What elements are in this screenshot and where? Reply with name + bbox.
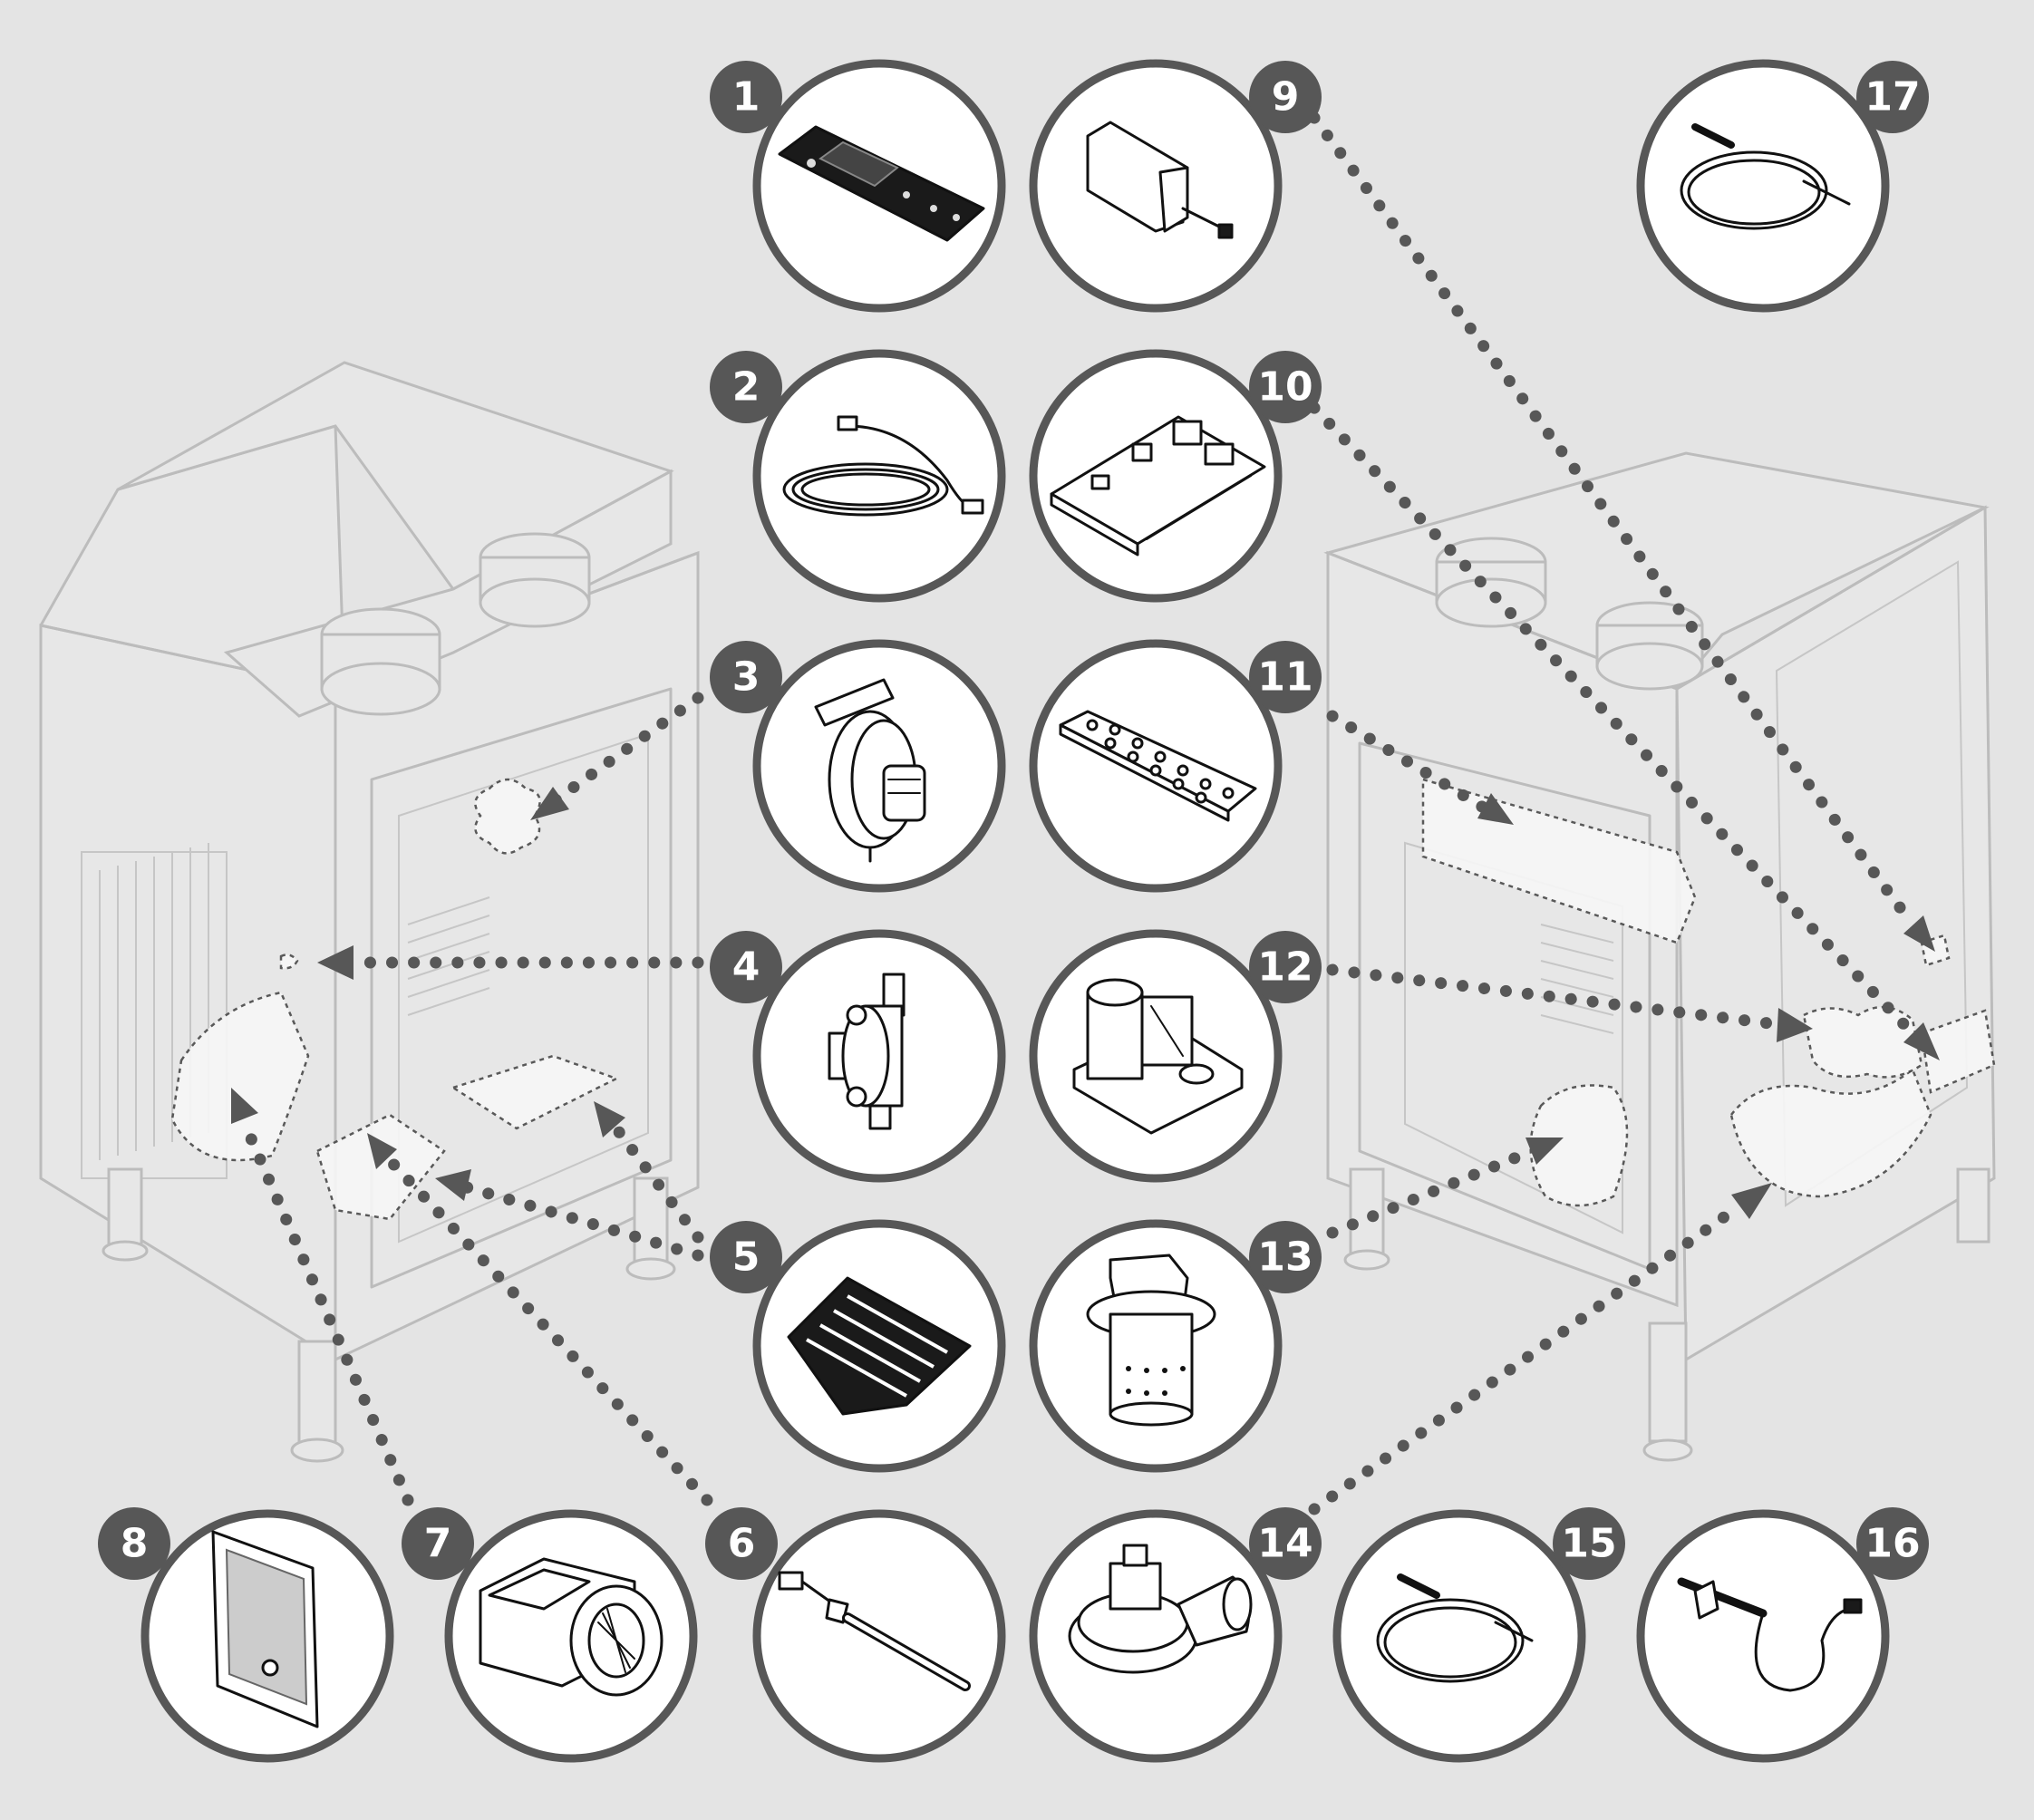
callout-5-badge bbox=[710, 1221, 782, 1293]
right-stove-illustration bbox=[1323, 451, 1996, 1462]
callout-12-number: 12 bbox=[1257, 944, 1312, 991]
callout-17-number: 17 bbox=[1864, 74, 1920, 121]
callout-8[interactable]: 8 bbox=[98, 1507, 394, 1763]
remote-control-icon bbox=[1059, 710, 1257, 822]
callout-13-number: 13 bbox=[1257, 1234, 1312, 1281]
callout-10-number: 10 bbox=[1257, 364, 1312, 411]
callout-1[interactable]: 1 bbox=[710, 59, 1006, 313]
burn-pot-icon bbox=[1086, 1254, 1216, 1427]
callout-16-badge bbox=[1856, 1507, 1929, 1580]
temperature-sensor-icon bbox=[1376, 1573, 1534, 1683]
control-panel-icon bbox=[778, 125, 985, 242]
callout-11-number: 11 bbox=[1257, 654, 1312, 701]
callout-9[interactable]: 9 bbox=[1029, 59, 1322, 313]
temperature-sensor-icon bbox=[1680, 123, 1851, 230]
thermostat-icon bbox=[828, 973, 906, 1130]
callout-6[interactable]: 6 bbox=[705, 1507, 1006, 1763]
callout-2-ring bbox=[752, 349, 1006, 603]
callout-9-badge bbox=[1249, 61, 1322, 133]
gear-motor-icon bbox=[1072, 978, 1244, 1135]
left-grate2-highlight bbox=[315, 1113, 446, 1221]
callout-15[interactable]: 15 bbox=[1332, 1507, 1625, 1763]
callout-9-number: 9 bbox=[1272, 74, 1300, 121]
grate-icon bbox=[787, 1276, 972, 1416]
right-board2-highlight bbox=[1920, 1009, 1996, 1094]
callout-2[interactable]: 2 bbox=[710, 349, 1006, 603]
callout-5-number: 5 bbox=[732, 1234, 760, 1281]
left-fan-highlight bbox=[170, 991, 310, 1162]
exhaust-fan-icon bbox=[1068, 1544, 1253, 1674]
callout-7[interactable]: 7 bbox=[402, 1507, 698, 1763]
pressure-switch-icon bbox=[814, 678, 926, 863]
callout-4-number: 4 bbox=[732, 944, 760, 991]
callout-11-badge bbox=[1249, 641, 1322, 713]
leader-lines bbox=[231, 111, 1940, 1515]
callout-8-number: 8 bbox=[121, 1521, 149, 1567]
callout-4-badge bbox=[710, 931, 782, 1003]
callout-6-number: 6 bbox=[728, 1521, 756, 1567]
callout-4[interactable]: 4 bbox=[710, 929, 1006, 1183]
left-grate-highlight bbox=[450, 1054, 620, 1130]
left-pressure-switch-highlight bbox=[474, 778, 541, 855]
callout-12[interactable]: 12 bbox=[1029, 929, 1322, 1183]
callout-16-number: 16 bbox=[1864, 1521, 1920, 1567]
callout-15-badge bbox=[1553, 1507, 1625, 1580]
filter-grille-icon bbox=[211, 1530, 319, 1728]
left-stove-illustration bbox=[39, 361, 700, 1463]
callout-2-badge bbox=[710, 351, 782, 423]
left-thermostat-highlight bbox=[279, 954, 299, 970]
right-motor-highlight bbox=[1802, 1005, 1923, 1079]
callout-15-number: 15 bbox=[1561, 1521, 1616, 1567]
callout-5[interactable]: 5 bbox=[710, 1219, 1006, 1473]
callout-1-number: 1 bbox=[732, 74, 760, 121]
callout-17-badge bbox=[1856, 61, 1929, 133]
callout-6-badge bbox=[705, 1507, 778, 1580]
callout-1-badge bbox=[710, 61, 782, 133]
callout-17[interactable]: 17 bbox=[1636, 59, 1929, 313]
right-burnpot-highlight bbox=[1529, 1084, 1629, 1207]
callout-3[interactable]: 3 bbox=[710, 639, 1006, 893]
right-fan-highlight bbox=[1729, 1067, 1932, 1198]
callout-16[interactable]: 16 bbox=[1636, 1507, 1929, 1763]
callout-3-badge bbox=[710, 641, 782, 713]
callout-11[interactable]: 11 bbox=[1029, 639, 1322, 893]
callout-13[interactable]: 13 bbox=[1029, 1219, 1322, 1473]
circuit-board-icon bbox=[1050, 415, 1266, 557]
callout-15-ring bbox=[1332, 1509, 1586, 1763]
callout-8-badge bbox=[98, 1507, 170, 1580]
callout-7-badge bbox=[402, 1507, 474, 1580]
callout-10-badge bbox=[1249, 351, 1322, 423]
callout-14-number: 14 bbox=[1257, 1521, 1312, 1567]
callout-14[interactable]: 14 bbox=[1029, 1507, 1322, 1763]
blower-fan-icon bbox=[479, 1557, 663, 1697]
cable-icon bbox=[782, 415, 984, 517]
callout-7-number: 7 bbox=[424, 1521, 452, 1567]
callout-16-ring bbox=[1636, 1509, 1890, 1763]
callout-10[interactable]: 10 bbox=[1029, 349, 1322, 603]
callout-14-badge bbox=[1249, 1507, 1322, 1580]
probe-icon bbox=[778, 1571, 971, 1691]
igniter-icon bbox=[1677, 1577, 1863, 1692]
callout-3-number: 3 bbox=[732, 654, 760, 701]
callout-17-ring bbox=[1636, 59, 1890, 313]
callout-2-number: 2 bbox=[732, 364, 760, 411]
callout-12-badge bbox=[1249, 931, 1322, 1003]
receiver-module-icon bbox=[1086, 121, 1234, 239]
callout-13-badge bbox=[1249, 1221, 1322, 1293]
